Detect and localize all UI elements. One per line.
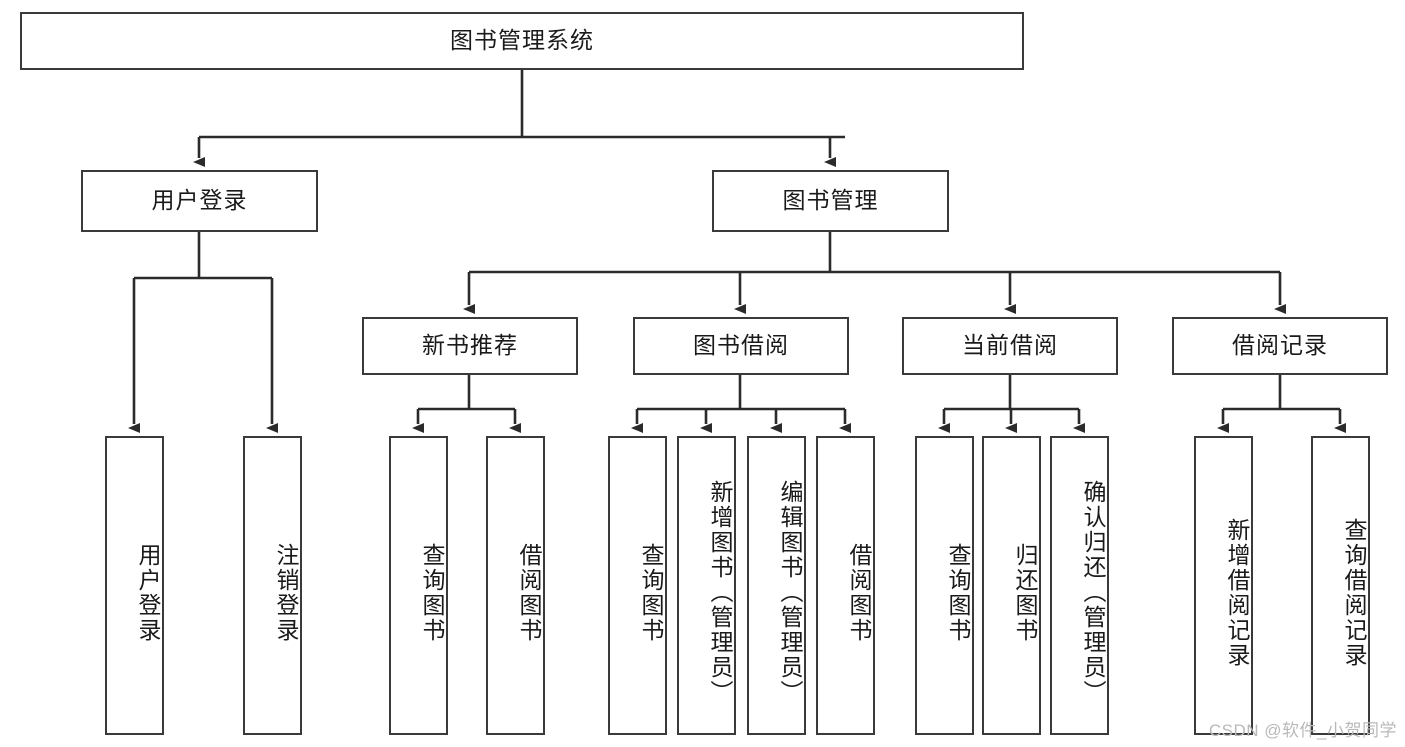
node-label: 查询图书 bbox=[419, 542, 445, 643]
node-book-management[interactable]: 图书管理 bbox=[712, 170, 949, 232]
leaf-book-borrow-borrow[interactable]: 借阅图书 bbox=[816, 436, 875, 735]
node-current-borrow[interactable]: 当前借阅 bbox=[902, 317, 1118, 375]
node-label: 当前借阅 bbox=[962, 332, 1058, 359]
node-label: 查询图书 bbox=[638, 542, 664, 643]
node-label: 用户登录 bbox=[135, 542, 161, 643]
leaf-user-login-logout[interactable]: 注销登录 bbox=[243, 436, 302, 735]
node-label: 借阅记录 bbox=[1232, 332, 1328, 359]
node-label: 编辑图书（管理员） bbox=[777, 480, 803, 705]
node-user-login[interactable]: 用户登录 bbox=[81, 170, 318, 232]
leaf-book-borrow-add-admin[interactable]: 新增图书（管理员） bbox=[677, 436, 736, 735]
node-label: 查询图书 bbox=[945, 542, 971, 643]
node-new-book-recommend[interactable]: 新书推荐 bbox=[362, 317, 578, 375]
leaf-new-book-borrow[interactable]: 借阅图书 bbox=[486, 436, 545, 735]
leaf-current-borrow-confirm-return-admin[interactable]: 确认归还（管理员） bbox=[1050, 436, 1109, 735]
leaf-current-borrow-return[interactable]: 归还图书 bbox=[982, 436, 1041, 735]
node-label: 归还图书 bbox=[1012, 542, 1038, 643]
csdn-watermark: CSDN @软件_小贺同学 bbox=[1208, 721, 1397, 740]
node-label: 图书管理系统 bbox=[450, 27, 594, 54]
node-label: 新书推荐 bbox=[422, 332, 518, 359]
node-label: 确认归还（管理员） bbox=[1080, 480, 1106, 705]
leaf-book-borrow-edit-admin[interactable]: 编辑图书（管理员） bbox=[747, 436, 806, 735]
node-borrow-record[interactable]: 借阅记录 bbox=[1172, 317, 1388, 375]
node-label: 图书借阅 bbox=[693, 332, 789, 359]
node-book-borrow[interactable]: 图书借阅 bbox=[633, 317, 849, 375]
node-label: 新增借阅记录 bbox=[1224, 517, 1250, 668]
leaf-current-borrow-query[interactable]: 查询图书 bbox=[915, 436, 974, 735]
node-label: 图书管理 bbox=[782, 187, 879, 214]
node-label: 用户登录 bbox=[151, 187, 248, 214]
leaf-borrow-record-query[interactable]: 查询借阅记录 bbox=[1311, 436, 1370, 735]
node-label: 新增图书（管理员） bbox=[707, 480, 733, 705]
leaf-borrow-record-add[interactable]: 新增借阅记录 bbox=[1194, 436, 1253, 735]
leaf-book-borrow-query[interactable]: 查询图书 bbox=[608, 436, 667, 735]
node-root-book-management-system[interactable]: 图书管理系统 bbox=[20, 12, 1024, 70]
leaf-new-book-query[interactable]: 查询图书 bbox=[389, 436, 448, 735]
leaf-user-login-login[interactable]: 用户登录 bbox=[105, 436, 164, 735]
node-label: 查询借阅记录 bbox=[1341, 517, 1367, 668]
node-label: 注销登录 bbox=[273, 542, 299, 643]
node-label: 借阅图书 bbox=[846, 542, 872, 643]
node-label: 借阅图书 bbox=[516, 542, 542, 643]
